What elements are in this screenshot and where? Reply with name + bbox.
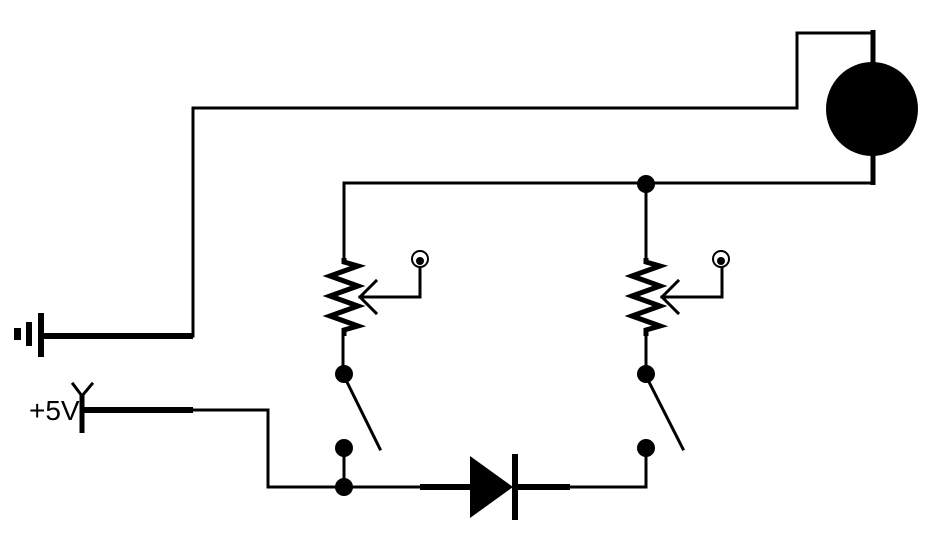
left-switch: [335, 365, 383, 489]
junction-node-bottom: [335, 478, 353, 496]
diode-icon: [420, 454, 570, 520]
motor-icon: [826, 30, 918, 185]
diode-output-wire: [568, 446, 648, 489]
right-potentiometer: [624, 250, 730, 368]
supply-wire: [191, 408, 422, 489]
right-switch: [637, 365, 686, 489]
supply-terminal-icon: [70, 381, 193, 433]
left-potentiometer: [322, 250, 429, 368]
supply-voltage-label: +5V: [29, 395, 80, 426]
junction-node-top: [637, 175, 655, 193]
motor-bus-wire: [342, 181, 875, 264]
ground-icon: [14, 313, 193, 357]
